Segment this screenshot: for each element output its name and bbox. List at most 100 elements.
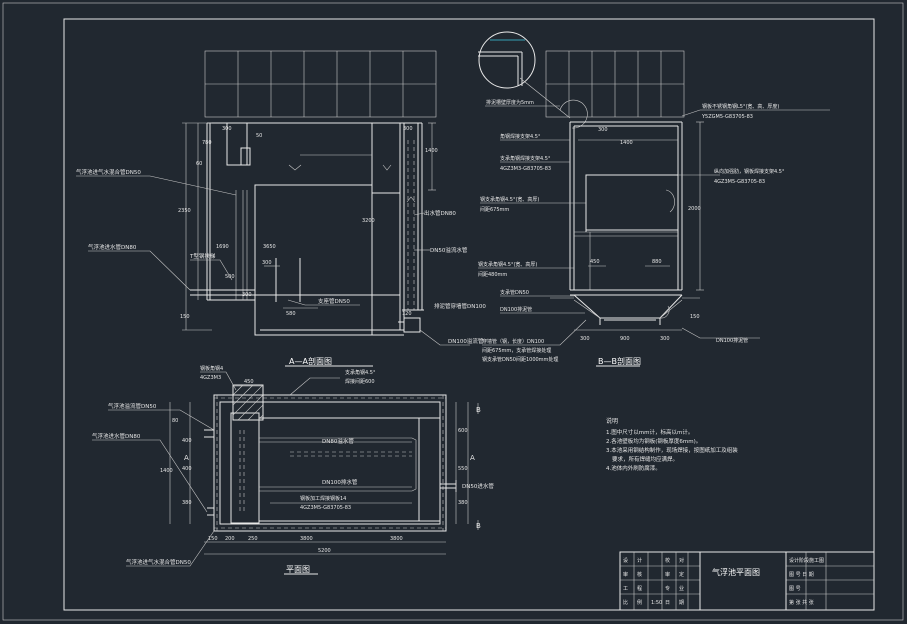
dim-p-400b: 400: [182, 466, 192, 472]
label-b-16: 穿墙管（钢，长度）DN100: [482, 338, 544, 345]
label-b-15: DN100排泥管: [716, 337, 748, 344]
note-4: 要求，所有焊缝均应满焊。: [612, 455, 678, 463]
label-b-4: Y5ZGM5-G83705-83: [701, 114, 753, 120]
label-b-2: 钢板不锈钢角钢L5°(宽、高、厚度): [702, 103, 779, 110]
tb-r1c5: 对: [679, 557, 684, 564]
dim-p-150: 150: [208, 536, 218, 542]
dim-p-600: 600: [458, 428, 468, 434]
dim-p-450: 450: [244, 379, 254, 385]
dim-a-1400: 1400: [425, 148, 438, 154]
label-p-8: DN100排水管: [322, 478, 358, 486]
note-5: 4.池体内外刷防腐漆。: [606, 464, 661, 472]
dim-p-380: 380: [182, 500, 192, 506]
dim-a-300: 300: [222, 126, 232, 132]
dim-a-500: 500: [225, 274, 235, 280]
label-b-14: DN100排泥管: [500, 306, 532, 313]
dim-p-80: 80: [172, 418, 178, 424]
tb-r3c4: 专: [665, 585, 670, 592]
tb-r1c2: 计: [637, 557, 642, 564]
label-b-13: 支承管DN50: [500, 289, 529, 296]
dim-b-150: 150: [690, 314, 700, 320]
label-p-6: 气浮池进水管DN80: [92, 432, 141, 440]
section-b-title: B—B剖面图: [598, 356, 641, 366]
dim-b-450: 450: [590, 259, 600, 265]
label-b-17: 间距675mm，支承管焊接处理: [482, 347, 551, 354]
dim-a-580: 580: [286, 311, 296, 317]
dim-b-900: 900: [620, 336, 630, 342]
dim-p-550: 550: [458, 466, 468, 472]
label-p-11: 4GZ3M5-G83705-83: [300, 505, 351, 511]
label-p-3: 支承角钢4.5°: [345, 369, 376, 376]
dim-p-1400: 1400: [160, 468, 173, 474]
notes: 说明 1.图中尺寸以mm计，标高以m计。 2.各池壁板均为钢板(钢板厚度6mm)…: [606, 417, 738, 472]
label-b-5: 支承角钢焊接支架4.5°: [500, 155, 551, 162]
section-a-title: A—A剖面图: [289, 356, 332, 366]
section-b: 300 1400 2000 450 880 300 900 300 150 排泥…: [478, 31, 830, 367]
label-p-9: DN50进水管: [462, 482, 494, 490]
dim-p-380b: 380: [458, 500, 468, 506]
label-b-8: 4GZ3M5-G83705-83: [714, 179, 765, 185]
detail-circle: [478, 31, 536, 89]
tb-r4c5: 期: [679, 600, 684, 606]
label-p-2: 4GZ3M3: [200, 375, 221, 381]
dim-a-300c: 300: [262, 260, 272, 266]
dim-b-300b: 300: [580, 336, 590, 342]
dim-a-3650: 3650: [263, 244, 276, 250]
label-a-support: 支座管DN50: [318, 297, 350, 305]
label-a-outlet: 出水管DN80: [424, 209, 456, 217]
label-a-inlet-pipe: 气浮池进水管DN80: [88, 243, 137, 251]
dim-a-1690: 1690: [216, 244, 229, 250]
dim-p-200: 200: [225, 536, 235, 542]
dim-a-60: 60: [196, 161, 202, 167]
label-p-5: 气浮池溢流管DN50: [108, 402, 157, 410]
tb-r3c2: 程: [637, 585, 642, 592]
label-a-air-pipe: 气浮池进气水混合管DN50: [76, 168, 141, 176]
label-b-9: 钢支承角钢4.5°(宽、高厚): [480, 196, 539, 203]
dim-a-150: 150: [180, 314, 190, 320]
label-b-1: 排泥槽壁厚度为5mm: [486, 99, 534, 106]
dim-p-400a: 400: [182, 438, 192, 444]
notes-title: 说明: [606, 417, 618, 425]
title-block: 设 计 校 对 审 核 审 定 工 程 专 业 比 例 1:50 日 期 气浮池…: [619, 551, 875, 611]
dim-b-300c: 300: [660, 336, 670, 342]
dim-a-120: 120: [402, 311, 412, 317]
label-b-11: 钢支承角钢4.5°(宽、高厚): [478, 261, 537, 268]
mark-b-top: B: [476, 406, 481, 414]
dim-b-300a: 300: [598, 127, 608, 133]
mark-a-right: A: [470, 454, 475, 462]
note-1: 1.图中尺寸以mm计，标高以m计。: [606, 428, 693, 436]
label-b-6: 4GZ3M3-G83705-83: [500, 166, 551, 172]
dim-a-2350: 2350: [178, 208, 191, 214]
tb-right-r1: 设计阶段施工图: [789, 557, 824, 564]
section-a: 300 50 780 2350 1690 3650 300 1400 3200 …: [76, 50, 486, 367]
dim-a-3200: 3200: [362, 218, 375, 224]
plan-title: 平面图: [286, 565, 310, 574]
tb-r4c2: 例: [637, 599, 642, 606]
label-p-4: 焊接间距600: [345, 378, 375, 385]
tb-r3c1: 工: [623, 586, 628, 592]
tb-r2c5: 定: [679, 571, 684, 578]
label-b-7: 纵向加强肋，钢板焊接支架4.5°: [714, 168, 785, 175]
inner-frame: [63, 18, 875, 611]
label-a-drain: 排泥管穿墙管DN100: [434, 302, 486, 310]
label-a-dn100: DN100溢流管: [448, 337, 484, 345]
label-p-10: 钢板加工焊接钢板14: [300, 495, 346, 502]
label-a-ladder: T型钢扶梯: [189, 252, 216, 260]
tb-right-r2: 图 号 日 期: [789, 572, 814, 578]
dim-p-5200: 5200: [318, 548, 331, 554]
plan-view: B B A A 450 80 400 1400 400 380 600 550 …: [92, 365, 494, 575]
note-3: 3.本池采用钢结构制作，现场焊接，按图纸加工及组装: [606, 446, 738, 454]
dim-b-1400: 1400: [620, 140, 633, 146]
dim-a-780: 780: [202, 140, 212, 146]
note-2: 2.各池壁板均为钢板(钢板厚度6mm)。: [606, 437, 701, 445]
label-p-7: DN80溢水管: [322, 437, 354, 445]
label-p-1: 钢板角钢4: [200, 365, 223, 372]
mark-a-left: A: [184, 454, 189, 462]
tb-r4c4: 日: [665, 600, 670, 606]
tb-r3c5: 业: [679, 585, 684, 592]
tb-right-r3: 图 号: [789, 586, 801, 592]
dim-a-50: 50: [256, 133, 262, 139]
dim-a-300d: 300: [242, 292, 252, 298]
dim-b-2000: 2000: [688, 206, 701, 212]
tb-sheet: 第 张 共 张: [789, 599, 814, 606]
